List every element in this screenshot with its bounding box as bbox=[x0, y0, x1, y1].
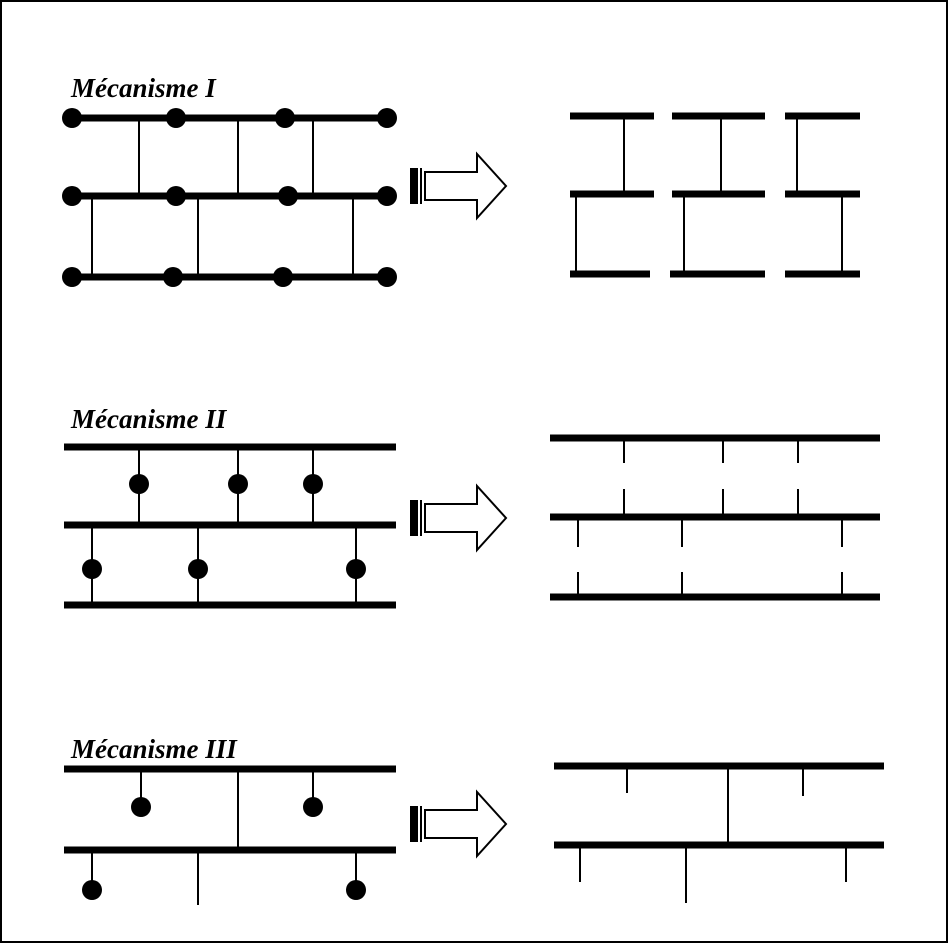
mechanism-2-chains-after bbox=[550, 434, 880, 601]
mechanism-3-remaining-links bbox=[579, 766, 847, 903]
scission-dot bbox=[131, 797, 151, 817]
scission-dot bbox=[62, 186, 82, 206]
mechanism-1-crosslinks bbox=[91, 118, 354, 277]
mechanism-1-title: Mécanisme I bbox=[71, 73, 216, 103]
mechanism-2-before bbox=[64, 443, 396, 609]
scission-dot bbox=[62, 267, 82, 287]
mechanism-2-title: Mécanisme II bbox=[71, 404, 227, 434]
transition-arrow-icon bbox=[409, 485, 507, 551]
transition-arrow-icon bbox=[409, 153, 507, 219]
scission-dot bbox=[303, 797, 323, 817]
mechanism-3-title: Mécanisme III bbox=[71, 734, 237, 764]
scission-dot bbox=[377, 108, 397, 128]
mechanism-1-before bbox=[62, 108, 397, 287]
mechanism-3-before bbox=[64, 765, 396, 905]
scission-dot bbox=[62, 108, 82, 128]
scission-dot bbox=[166, 108, 186, 128]
mechanism-2-scission-sites bbox=[82, 474, 366, 579]
mechanism-3-chains-after bbox=[554, 762, 884, 849]
mechanism-1-scission-sites bbox=[62, 108, 397, 287]
mechanism-1-remaining-crosslinks bbox=[575, 116, 843, 274]
mechanism-3-crosslinks bbox=[91, 769, 357, 905]
scission-dot bbox=[163, 267, 183, 287]
scission-dot bbox=[228, 474, 248, 494]
scission-dot bbox=[82, 559, 102, 579]
mechanism-1-after bbox=[570, 112, 860, 278]
scission-dot bbox=[377, 186, 397, 206]
scission-dot bbox=[303, 474, 323, 494]
scission-dot bbox=[188, 559, 208, 579]
mechanism-3-scission-sites bbox=[82, 797, 366, 900]
scission-dot bbox=[377, 267, 397, 287]
scission-dot bbox=[82, 880, 102, 900]
scission-dot bbox=[346, 559, 366, 579]
scission-dot bbox=[129, 474, 149, 494]
mechanism-2-after bbox=[550, 434, 880, 601]
transition-arrow-icon bbox=[409, 791, 507, 857]
mechanism-3-after bbox=[554, 762, 884, 903]
mechanism-3-chains bbox=[64, 765, 396, 854]
mechanism-1-fragments bbox=[570, 112, 860, 278]
scission-dot bbox=[278, 186, 298, 206]
scission-dot bbox=[275, 108, 295, 128]
mechanism-2-chains bbox=[64, 443, 396, 609]
scission-dot bbox=[166, 186, 186, 206]
mechanism-1-chains bbox=[72, 114, 390, 281]
scission-dot bbox=[346, 880, 366, 900]
scission-dot bbox=[273, 267, 293, 287]
mechanism-2-cut-crosslinks bbox=[577, 438, 843, 597]
